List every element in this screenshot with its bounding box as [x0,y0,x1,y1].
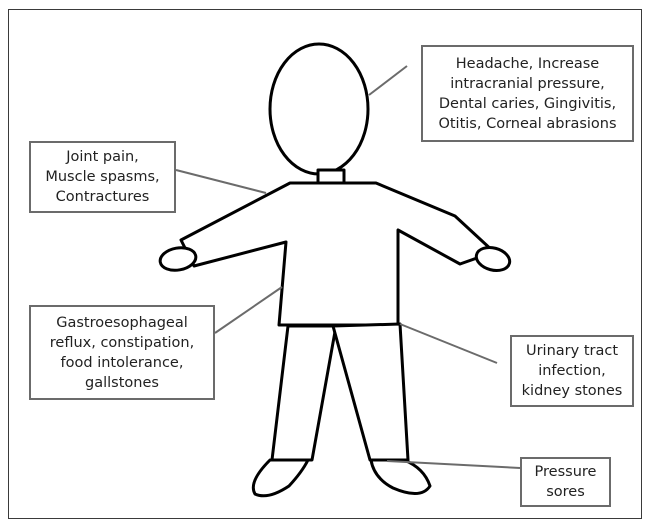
head-callout-line-2: intracranial pressure, [450,74,605,94]
urinary-callout-line-3: kidney stones [522,381,623,401]
urinary-callout-line-1: Urinary tract [526,341,618,361]
head-callout: Headache, Increase intracranial pressure… [421,45,634,142]
shoulder-callout: Joint pain, Muscle spasms, Contractures [29,141,176,213]
head-callout-line-4: Otitis, Corneal abrasions [438,114,616,134]
shoulder-callout-line-2: Muscle spasms, [45,167,159,187]
leader-line-urinary [400,324,497,363]
left-leg [272,326,336,460]
left-hand [158,245,197,273]
right-leg [333,324,408,460]
leader-line-shoulder [176,170,266,193]
torso-and-arms [181,183,494,325]
right-foot [371,460,430,494]
abdomen-callout: Gastroesophageal reflux, constipation, f… [29,305,215,400]
abdomen-callout-line-2: reflux, constipation, [50,333,194,353]
leader-line-abdomen [215,287,282,333]
head-callout-line-1: Headache, Increase [456,54,599,74]
left-foot [253,460,308,496]
shoulder-callout-line-1: Joint pain, [66,147,139,167]
head [270,44,368,174]
leader-line-head [369,66,407,95]
feet-callout: Pressure sores [520,457,611,507]
feet-callout-line-1: Pressure [535,462,597,482]
urinary-callout: Urinary tract infection, kidney stones [510,335,634,407]
abdomen-callout-line-4: gallstones [85,373,159,393]
feet-callout-line-2: sores [546,482,585,502]
head-callout-line-3: Dental caries, Gingivitis, [439,94,616,114]
abdomen-callout-line-3: food intolerance, [61,353,184,373]
urinary-callout-line-2: infection, [538,361,606,381]
abdomen-callout-line-1: Gastroesophageal [56,313,188,333]
shoulder-callout-line-3: Contractures [56,187,150,207]
